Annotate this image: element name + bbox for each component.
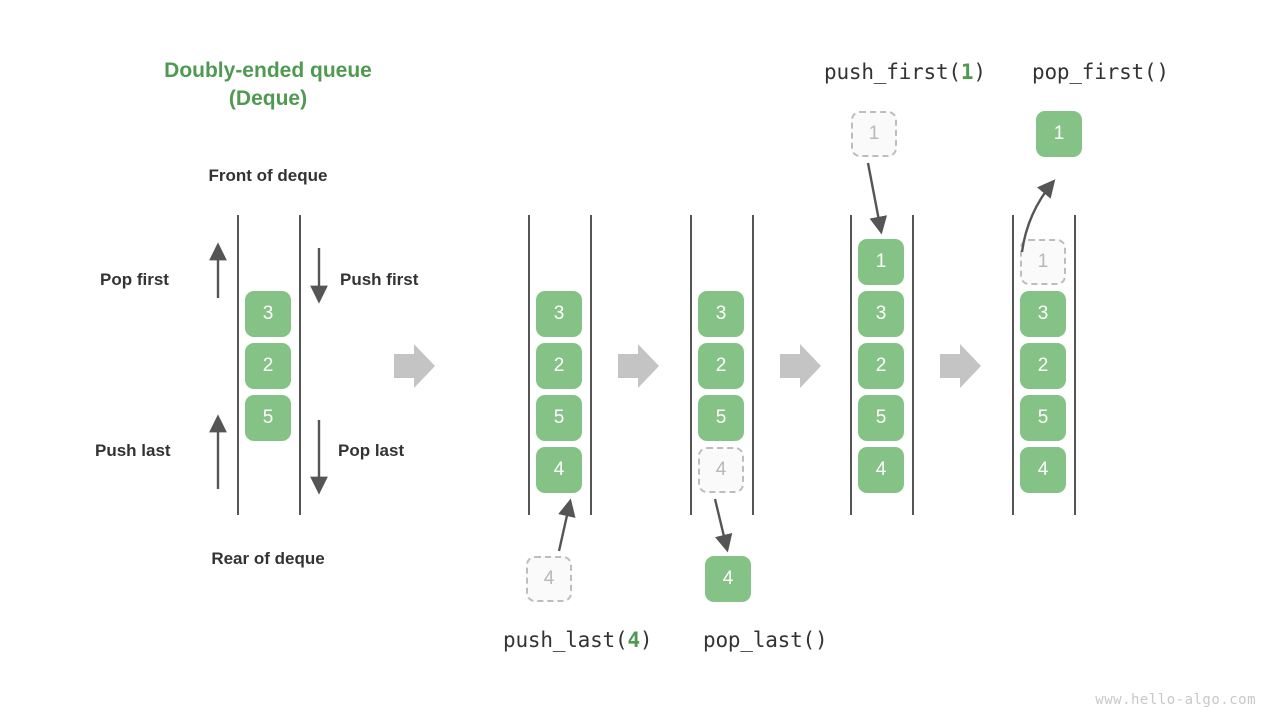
node-col3-1: 2: [698, 343, 744, 389]
node-col4-4: 4: [858, 447, 904, 493]
push-first-label: Push first: [340, 270, 419, 289]
node-col4-0: 1: [858, 239, 904, 285]
push-last-insert-arrow: [557, 498, 576, 552]
deque-rail-left-col4: [850, 215, 852, 515]
pop-first-label: Pop first: [100, 270, 169, 289]
node-col3-3-ghost: 4: [698, 447, 744, 493]
node-col2-2: 5: [536, 395, 582, 441]
push-last-operation-label: push_last(4): [503, 628, 653, 652]
push-last-op-arg: 4: [627, 628, 640, 652]
pop-last-label: Pop last: [338, 441, 405, 460]
deque-rail-left-col5: [1012, 215, 1014, 515]
push-first-insert-arrow: [866, 162, 888, 235]
node-col1-1: 2: [245, 343, 291, 389]
node-col5-0-ghost: 1: [1020, 239, 1066, 285]
deque-rail-left-col1: [237, 215, 239, 515]
node-col3-2: 5: [698, 395, 744, 441]
node-col5-1: 3: [1020, 291, 1066, 337]
rear-of-deque-label: Rear of deque: [211, 549, 325, 568]
node-col5-4: 4: [1020, 447, 1066, 493]
node-col4-3: 5: [858, 395, 904, 441]
step-arrow-2: [618, 344, 659, 388]
deque-rail-left-col2: [528, 215, 530, 515]
node-col3-0: 3: [698, 291, 744, 337]
deque-rail-right-col2: [590, 215, 592, 515]
node-col2-incoming-ghost: 4: [526, 556, 572, 602]
watermark: www.hello-algo.com: [1095, 692, 1256, 708]
deque-rail-right-col5: [1074, 215, 1076, 515]
push-first-op-arg: 1: [960, 60, 974, 84]
push-last-op-name: push_last(: [503, 628, 628, 652]
page-title: Doubly-ended queue (Deque): [143, 57, 393, 114]
node-col1-0: 3: [245, 291, 291, 337]
push-first-op-name: push_first(: [824, 60, 961, 84]
deque-rail-right-col3: [752, 215, 754, 515]
node-col4-2: 2: [858, 343, 904, 389]
node-col2-0: 3: [536, 291, 582, 337]
push-first-op-close: ): [973, 60, 986, 84]
node-col4-incoming-ghost: 1: [851, 111, 897, 157]
title-line-2: (Deque): [228, 87, 308, 111]
step-arrow-3: [780, 344, 821, 388]
node-col5-2: 2: [1020, 343, 1066, 389]
push-last-label: Push last: [95, 441, 171, 460]
title-line-1: Doubly-ended queue: [164, 59, 372, 82]
node-col2-1: 2: [536, 343, 582, 389]
node-col3-popped: 4: [705, 556, 751, 602]
pop-last-operation-label: pop_last(): [703, 628, 828, 652]
deque-rail-right-col4: [912, 215, 914, 515]
step-arrow-4: [940, 344, 981, 388]
node-col5-popped: 1: [1036, 111, 1082, 157]
step-arrow-1: [394, 344, 435, 388]
push-last-op-close: ): [639, 628, 653, 652]
node-col2-3: 4: [536, 447, 582, 493]
deque-rail-left-col3: [690, 215, 692, 515]
pop-last-remove-arrow: [713, 498, 733, 553]
node-col4-1: 3: [858, 291, 904, 337]
push-first-operation-label: push_first(1): [824, 60, 986, 84]
node-col5-3: 5: [1020, 395, 1066, 441]
deque-rail-right-col1: [299, 215, 301, 515]
pop-first-operation-label: pop_first(): [1032, 60, 1169, 84]
node-col1-2: 5: [245, 395, 291, 441]
front-of-deque-label: Front of deque: [208, 166, 328, 185]
